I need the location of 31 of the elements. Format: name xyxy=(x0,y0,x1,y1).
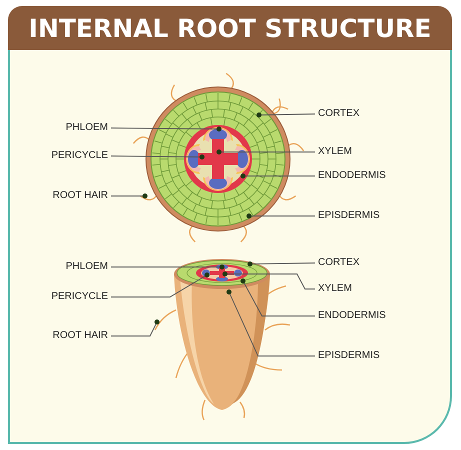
part-label: PHLOEM xyxy=(66,261,108,273)
leader-line xyxy=(110,126,222,132)
leader-line xyxy=(256,112,316,118)
root-tip-drawing xyxy=(154,259,290,420)
part-label: ROOT HAIR xyxy=(52,330,108,342)
leader-line xyxy=(110,272,210,298)
part-label: CORTEX xyxy=(318,108,360,120)
leader-line xyxy=(110,264,224,270)
part-label: XYLEM xyxy=(318,146,352,158)
part-label: PERICYCLE xyxy=(51,150,108,162)
part-label: PHLOEM xyxy=(66,122,108,134)
leader-line xyxy=(110,320,160,336)
part-label: EPISDERMIS xyxy=(318,350,380,362)
leader-line xyxy=(240,278,316,316)
title: INTERNAL ROOT STRUCTURE xyxy=(28,14,432,42)
leader-line xyxy=(110,154,204,160)
leader-line xyxy=(226,290,316,356)
leader-line xyxy=(240,174,316,178)
part-label: EPISDERMIS xyxy=(318,210,380,222)
leader-line xyxy=(216,150,316,154)
part-label: XYLEM xyxy=(318,283,352,295)
part-label: ENDODERMIS xyxy=(318,310,386,322)
part-label: CORTEX xyxy=(318,257,360,269)
part-label: ENDODERMIS xyxy=(318,170,386,182)
leader-line xyxy=(222,272,316,290)
leader-line xyxy=(248,262,316,266)
root-cross-section-drawing xyxy=(132,72,304,242)
part-label: ROOT HAIR xyxy=(52,190,108,202)
leader-line xyxy=(246,214,316,218)
leader-line xyxy=(110,194,148,198)
part-label: PERICYCLE xyxy=(51,291,108,303)
